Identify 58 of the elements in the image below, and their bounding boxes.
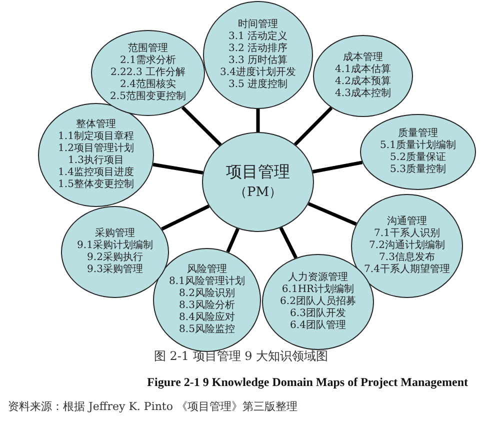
connector-line [256,109,260,132]
topic-heading: 采购管理 [95,228,135,240]
topic-item: 7.1干系人识别 [374,228,440,240]
topic-item: 1.1制定项目章程 [58,131,134,142]
topic-heading: 成本管理 [343,52,383,64]
topic-item: 4.3成本控制 [335,88,391,100]
topic-item: 6.1HR计划编制 [282,284,354,296]
topic-item: 7.2沟通计划编制 [369,240,445,252]
topic-heading: 沟通管理 [387,216,427,228]
topic-heading: 质量管理 [398,128,438,140]
topic-item: 3.3 历时估算 [228,55,288,66]
source-note: 资料来源：根据 Jeffrey K. Pinto 《项目管理》第三版整理 [8,399,298,414]
connector-line [308,202,357,226]
topic-item: 5.3质量控制 [390,164,446,176]
topic-item: 3.5 进度控制 [228,79,288,91]
topic-item: 5.1质量计划编制 [380,140,456,152]
figure-caption: 图 2-1 项目管理 9 大知识领域图 [152,348,330,365]
topic-item: 2.5范围变更控制 [110,91,186,103]
topic-item: 9.2采购执行 [87,252,143,264]
connector-line [294,106,333,146]
topic-item: 6.4团队管理 [290,320,346,332]
topic-item: 7.3信息发布 [379,252,435,264]
connector-line [279,226,298,259]
topic-item: 5.2质量保证 [390,152,446,164]
topic-item: 1.2项目管理计划 [58,143,134,154]
topic-item: 8.4风险应对 [179,312,235,324]
topic-item: 3.1 活动定义 [228,31,288,42]
topic-item: （PM） [234,184,282,202]
topic-item: 2.1需求分析 [120,55,176,67]
topic-heading: 整体管理 [76,119,116,130]
topic-item: 9.3采购管理 [87,264,143,276]
topic-item: 7.4干系人期望管理 [364,264,450,276]
topic-item: 4.2成本预算 [335,76,391,88]
topic-item: 9.1采购计划编制 [77,240,153,252]
topic-item: 1.5整体变更控制 [58,179,134,191]
topic-item: 8.3风险分析 [179,300,235,312]
connector-line [152,162,204,175]
topic-item: 8.5风险监控 [179,324,235,336]
english-caption: Figure 2-1 9 Knowledge Domain Maps of Project Management [147,375,468,390]
topic-heading: 人力资源管理 [288,272,348,284]
topic-item: 2.4范围核实 [120,79,176,90]
topic-item: 2.22.3 工作分解 [110,67,186,78]
topic-heading: 范围管理 [128,43,168,54]
topic-heading: 项目管理 [226,161,290,183]
connector-line [161,204,210,231]
topic-item: 4.1成本估算 [335,64,391,76]
topic-heading: 时间管理 [238,19,278,30]
connector-line [181,106,222,146]
topic-item: 3.2 活动排序 [228,43,288,54]
topic-item: 6.3团队开发 [290,308,346,320]
connector-line [226,228,240,253]
topic-item: 8.1风险管理计划 [169,276,245,288]
topic-item: 1.4监控项目进度 [58,167,134,178]
topic-item: 6.2团队人员招募 [280,296,356,308]
topic-item: 1.3执行项目 [68,155,124,166]
topic-heading: 风险管理 [187,264,227,276]
topic-item: 3.4进度计划开发 [220,67,296,78]
topic-item: 8.2风险识别 [179,288,235,300]
